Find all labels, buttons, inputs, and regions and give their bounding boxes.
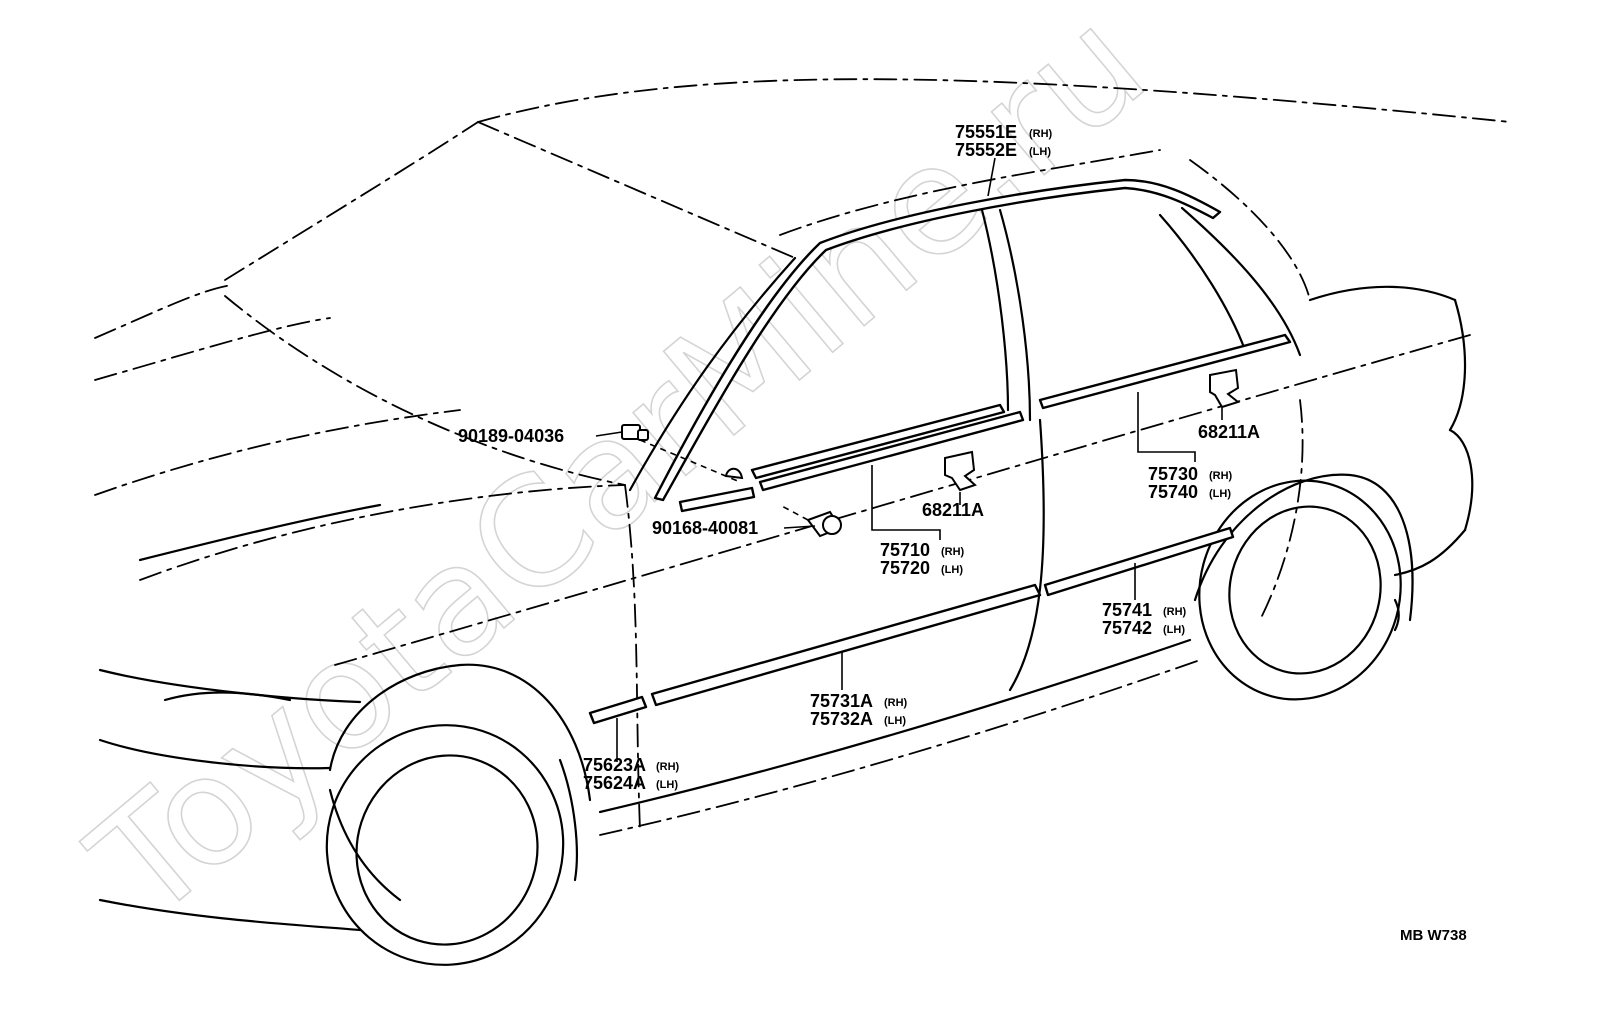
side-label: (RH) (941, 546, 965, 558)
callout-rear-belt-molding: 75730 (RH) 75740 (LH) (1148, 464, 1233, 502)
diagram-code: MB W738 (1400, 927, 1467, 944)
part-number: 75741 (1102, 600, 1152, 620)
side-label: (RH) (656, 761, 680, 773)
part-number: 75732A (810, 709, 873, 729)
rear-clip-part (1209, 368, 1241, 409)
side-label: (RH) (1209, 470, 1233, 482)
side-label: (RH) (884, 697, 908, 709)
car-body-outline (94, 78, 1511, 932)
callout-screw: 90168-40081 (652, 518, 758, 538)
front-door-side-molding (650, 583, 1042, 707)
callout-fender-molding: 75623A (RH) 75624A (LH) (583, 755, 680, 793)
part-number: 75720 (880, 558, 930, 578)
part-number: 90168-40081 (652, 518, 758, 538)
roof-molding (653, 178, 1222, 502)
part-number: 75742 (1102, 618, 1152, 638)
callout-roof-molding: 75551E (RH) 75552E (LH) (955, 122, 1053, 160)
front-belt-molding-outer (758, 410, 1025, 492)
callout-bolt: 90189-04036 (458, 426, 564, 446)
rear-door-side-molding (1043, 526, 1235, 597)
callout-rear-door-molding: 75741 (RH) 75742 (LH) (1102, 600, 1187, 638)
side-label: (LH) (1029, 146, 1051, 158)
front-belt-molding (750, 403, 1006, 480)
leader-lines (595, 157, 1223, 762)
callout-front-door-molding: 75731A (RH) 75732A (LH) (810, 691, 908, 729)
fender-molding (588, 695, 648, 725)
part-number: 75740 (1148, 482, 1198, 502)
part-number: 68211A (922, 500, 984, 520)
belt-molding-front-piece (678, 486, 756, 513)
rear-belt-molding (1038, 333, 1292, 410)
callout-front-clip: 68211A (922, 500, 984, 520)
side-label: (LH) (656, 779, 678, 791)
side-label: (LH) (1209, 488, 1231, 500)
callout-front-belt-molding: 75710 (RH) 75720 (LH) (880, 540, 965, 578)
part-number: 75731A (810, 691, 873, 711)
side-label: (LH) (941, 564, 963, 576)
part-number: 75552E (955, 140, 1017, 160)
part-number: 75551E (955, 122, 1017, 142)
bolt-part (621, 424, 744, 483)
part-number: 75710 (880, 540, 930, 560)
part-number: 75730 (1148, 464, 1198, 484)
front-wheel (325, 663, 592, 966)
part-number: 68211A (1198, 422, 1260, 442)
part-number: 75624A (583, 773, 646, 793)
part-number: 75623A (583, 755, 646, 775)
screw-part (779, 504, 842, 538)
side-label: (LH) (1163, 624, 1185, 636)
side-label: (LH) (884, 715, 906, 727)
side-label: (RH) (1029, 128, 1053, 140)
part-number: 90189-04036 (458, 426, 564, 446)
side-label: (RH) (1163, 606, 1187, 618)
callout-rear-clip: 68211A (1198, 422, 1260, 442)
front-clip-part (944, 450, 977, 492)
